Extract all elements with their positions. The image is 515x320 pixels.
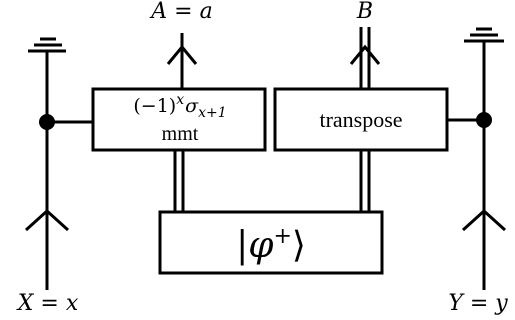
transpose-box-label: transpose xyxy=(319,107,402,132)
right-control-dot xyxy=(476,112,492,128)
input-y-label: Y = y xyxy=(448,291,508,316)
output-a-label: A = a xyxy=(149,0,212,24)
measurement-box-label: mmt xyxy=(162,123,199,145)
bob-classical-wire xyxy=(359,150,371,212)
left-ground-symbol xyxy=(28,37,66,53)
right-ground-symbol xyxy=(464,27,504,43)
entangled-state-box xyxy=(158,210,384,275)
left-input-arrow xyxy=(24,208,70,232)
bob-output-arrow xyxy=(349,44,381,65)
output-b-label: B xyxy=(356,0,373,24)
bob-output-classical-wire xyxy=(359,27,371,90)
alice-output-arrow xyxy=(166,44,198,65)
alice-classical-wire xyxy=(173,150,185,212)
measurement-box xyxy=(91,87,267,152)
right-input-arrow xyxy=(461,208,507,232)
measurement-operator-label: (−1)xσx+1 xyxy=(133,92,226,121)
input-x-label: X = x xyxy=(16,291,79,316)
entangled-state-label: |φ+⟩ xyxy=(236,224,306,266)
